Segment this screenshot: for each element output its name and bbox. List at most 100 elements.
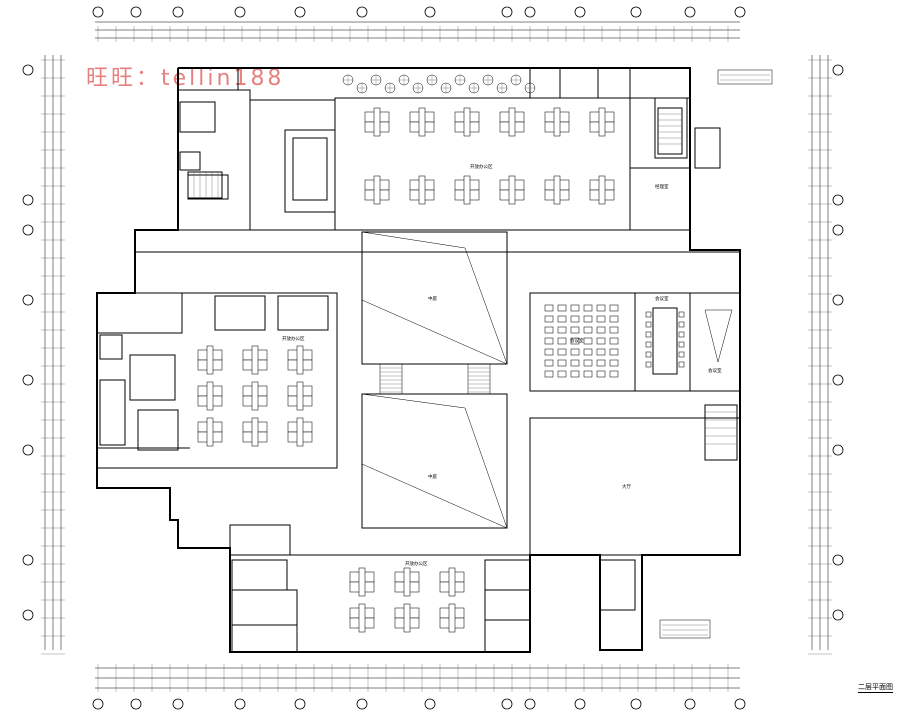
meeting-chair <box>678 321 685 328</box>
grid-bubble <box>22 609 34 621</box>
grid-bubble <box>172 6 184 18</box>
meeting-chair <box>678 341 685 348</box>
room-label-meeting-b: 会议室 <box>655 295 669 302</box>
desk-divider <box>296 417 304 447</box>
room-label-office-left: 开放办公区 <box>282 335 305 342</box>
grid-bubble <box>130 698 142 710</box>
desk-divider <box>206 381 214 411</box>
room-label-manager: 经理室 <box>655 183 669 190</box>
room-label-meeting-a: 会议室 <box>570 337 584 344</box>
bottom-office-block <box>229 524 531 653</box>
meeting-chair <box>596 326 606 334</box>
grid-bubble <box>734 6 746 18</box>
meeting-chair <box>596 348 606 356</box>
grid-bubble <box>524 698 536 710</box>
meeting-chair <box>557 337 567 345</box>
grid-bubble <box>294 6 306 18</box>
grid-bubble <box>501 6 513 18</box>
desk-divider <box>598 175 606 205</box>
desk-divider <box>373 107 381 137</box>
desk-divider <box>508 107 516 137</box>
meeting-chair <box>596 370 606 378</box>
grid-bubble <box>294 698 306 710</box>
meeting-chair <box>583 348 593 356</box>
desk-divider <box>373 175 381 205</box>
meeting-chair <box>557 326 567 334</box>
room-label-hall: 大厅 <box>622 483 631 490</box>
grid-bubble <box>630 6 642 18</box>
meeting-chair <box>557 348 567 356</box>
left-office-desks <box>197 345 313 447</box>
meeting-chair <box>678 351 685 358</box>
atrium-upper <box>361 231 508 395</box>
meeting-chair <box>570 370 580 378</box>
meeting-chair <box>583 370 593 378</box>
meeting-chair <box>570 348 580 356</box>
right-meeting-block <box>529 292 741 392</box>
meeting-chair <box>609 337 619 345</box>
meeting-chair <box>678 331 685 338</box>
grid-bubble <box>832 194 844 206</box>
meeting-chair <box>583 337 593 345</box>
grid-bubble <box>501 698 513 710</box>
top-office-block <box>177 67 721 231</box>
grid-bubble <box>424 698 436 710</box>
meeting-chair <box>557 304 567 312</box>
desk-divider <box>403 603 411 633</box>
grid-bubble <box>734 698 746 710</box>
grid-bubble <box>22 294 34 306</box>
meeting-chair <box>645 361 652 368</box>
desk-divider <box>553 107 561 137</box>
meeting-chair <box>583 326 593 334</box>
grid-bubbles-left <box>22 64 844 621</box>
grid-bubble <box>832 374 844 386</box>
grid-bubble <box>22 64 34 76</box>
atrium-lower <box>361 393 508 529</box>
meeting-chair <box>570 315 580 323</box>
meeting-chair <box>609 304 619 312</box>
meeting-chair <box>544 304 554 312</box>
meeting-chair <box>544 348 554 356</box>
meeting-chair <box>570 359 580 367</box>
grid-bubble <box>574 698 586 710</box>
grid-bubble <box>574 6 586 18</box>
desk-divider <box>508 175 516 205</box>
desk-divider <box>463 175 471 205</box>
desk-divider <box>418 107 426 137</box>
room-label-meeting-c: 会议室 <box>708 367 722 374</box>
grid-bubble <box>424 6 436 18</box>
desk-divider <box>598 107 606 137</box>
planters <box>342 74 536 94</box>
meeting-chair <box>544 326 554 334</box>
meeting-chair <box>645 311 652 318</box>
meeting-chair <box>596 315 606 323</box>
left-office-block <box>96 292 338 469</box>
grid-bubble <box>22 444 34 456</box>
grid-bubble <box>356 6 368 18</box>
meeting-chair <box>583 359 593 367</box>
meeting-chairs <box>544 304 685 378</box>
hall-block <box>529 404 741 611</box>
grid-bubble <box>832 609 844 621</box>
grid-bubble <box>630 698 642 710</box>
grid-bubble <box>130 6 142 18</box>
desk-divider <box>296 345 304 375</box>
grid-bubble <box>684 698 696 710</box>
desk-divider <box>448 567 456 597</box>
desk-divider <box>418 175 426 205</box>
meeting-chair <box>557 359 567 367</box>
grid-bubble <box>684 6 696 18</box>
meeting-chair <box>544 359 554 367</box>
meeting-chair <box>609 315 619 323</box>
desk-divider <box>403 567 411 597</box>
meeting-chair <box>596 337 606 345</box>
meeting-chair <box>570 326 580 334</box>
desk-divider <box>553 175 561 205</box>
meeting-chair <box>609 348 619 356</box>
meeting-chair <box>596 359 606 367</box>
meeting-chair <box>678 361 685 368</box>
meeting-chair <box>645 331 652 338</box>
grid-bubble <box>92 6 104 18</box>
bottom-office-desks <box>349 567 465 633</box>
meeting-chair <box>678 311 685 318</box>
